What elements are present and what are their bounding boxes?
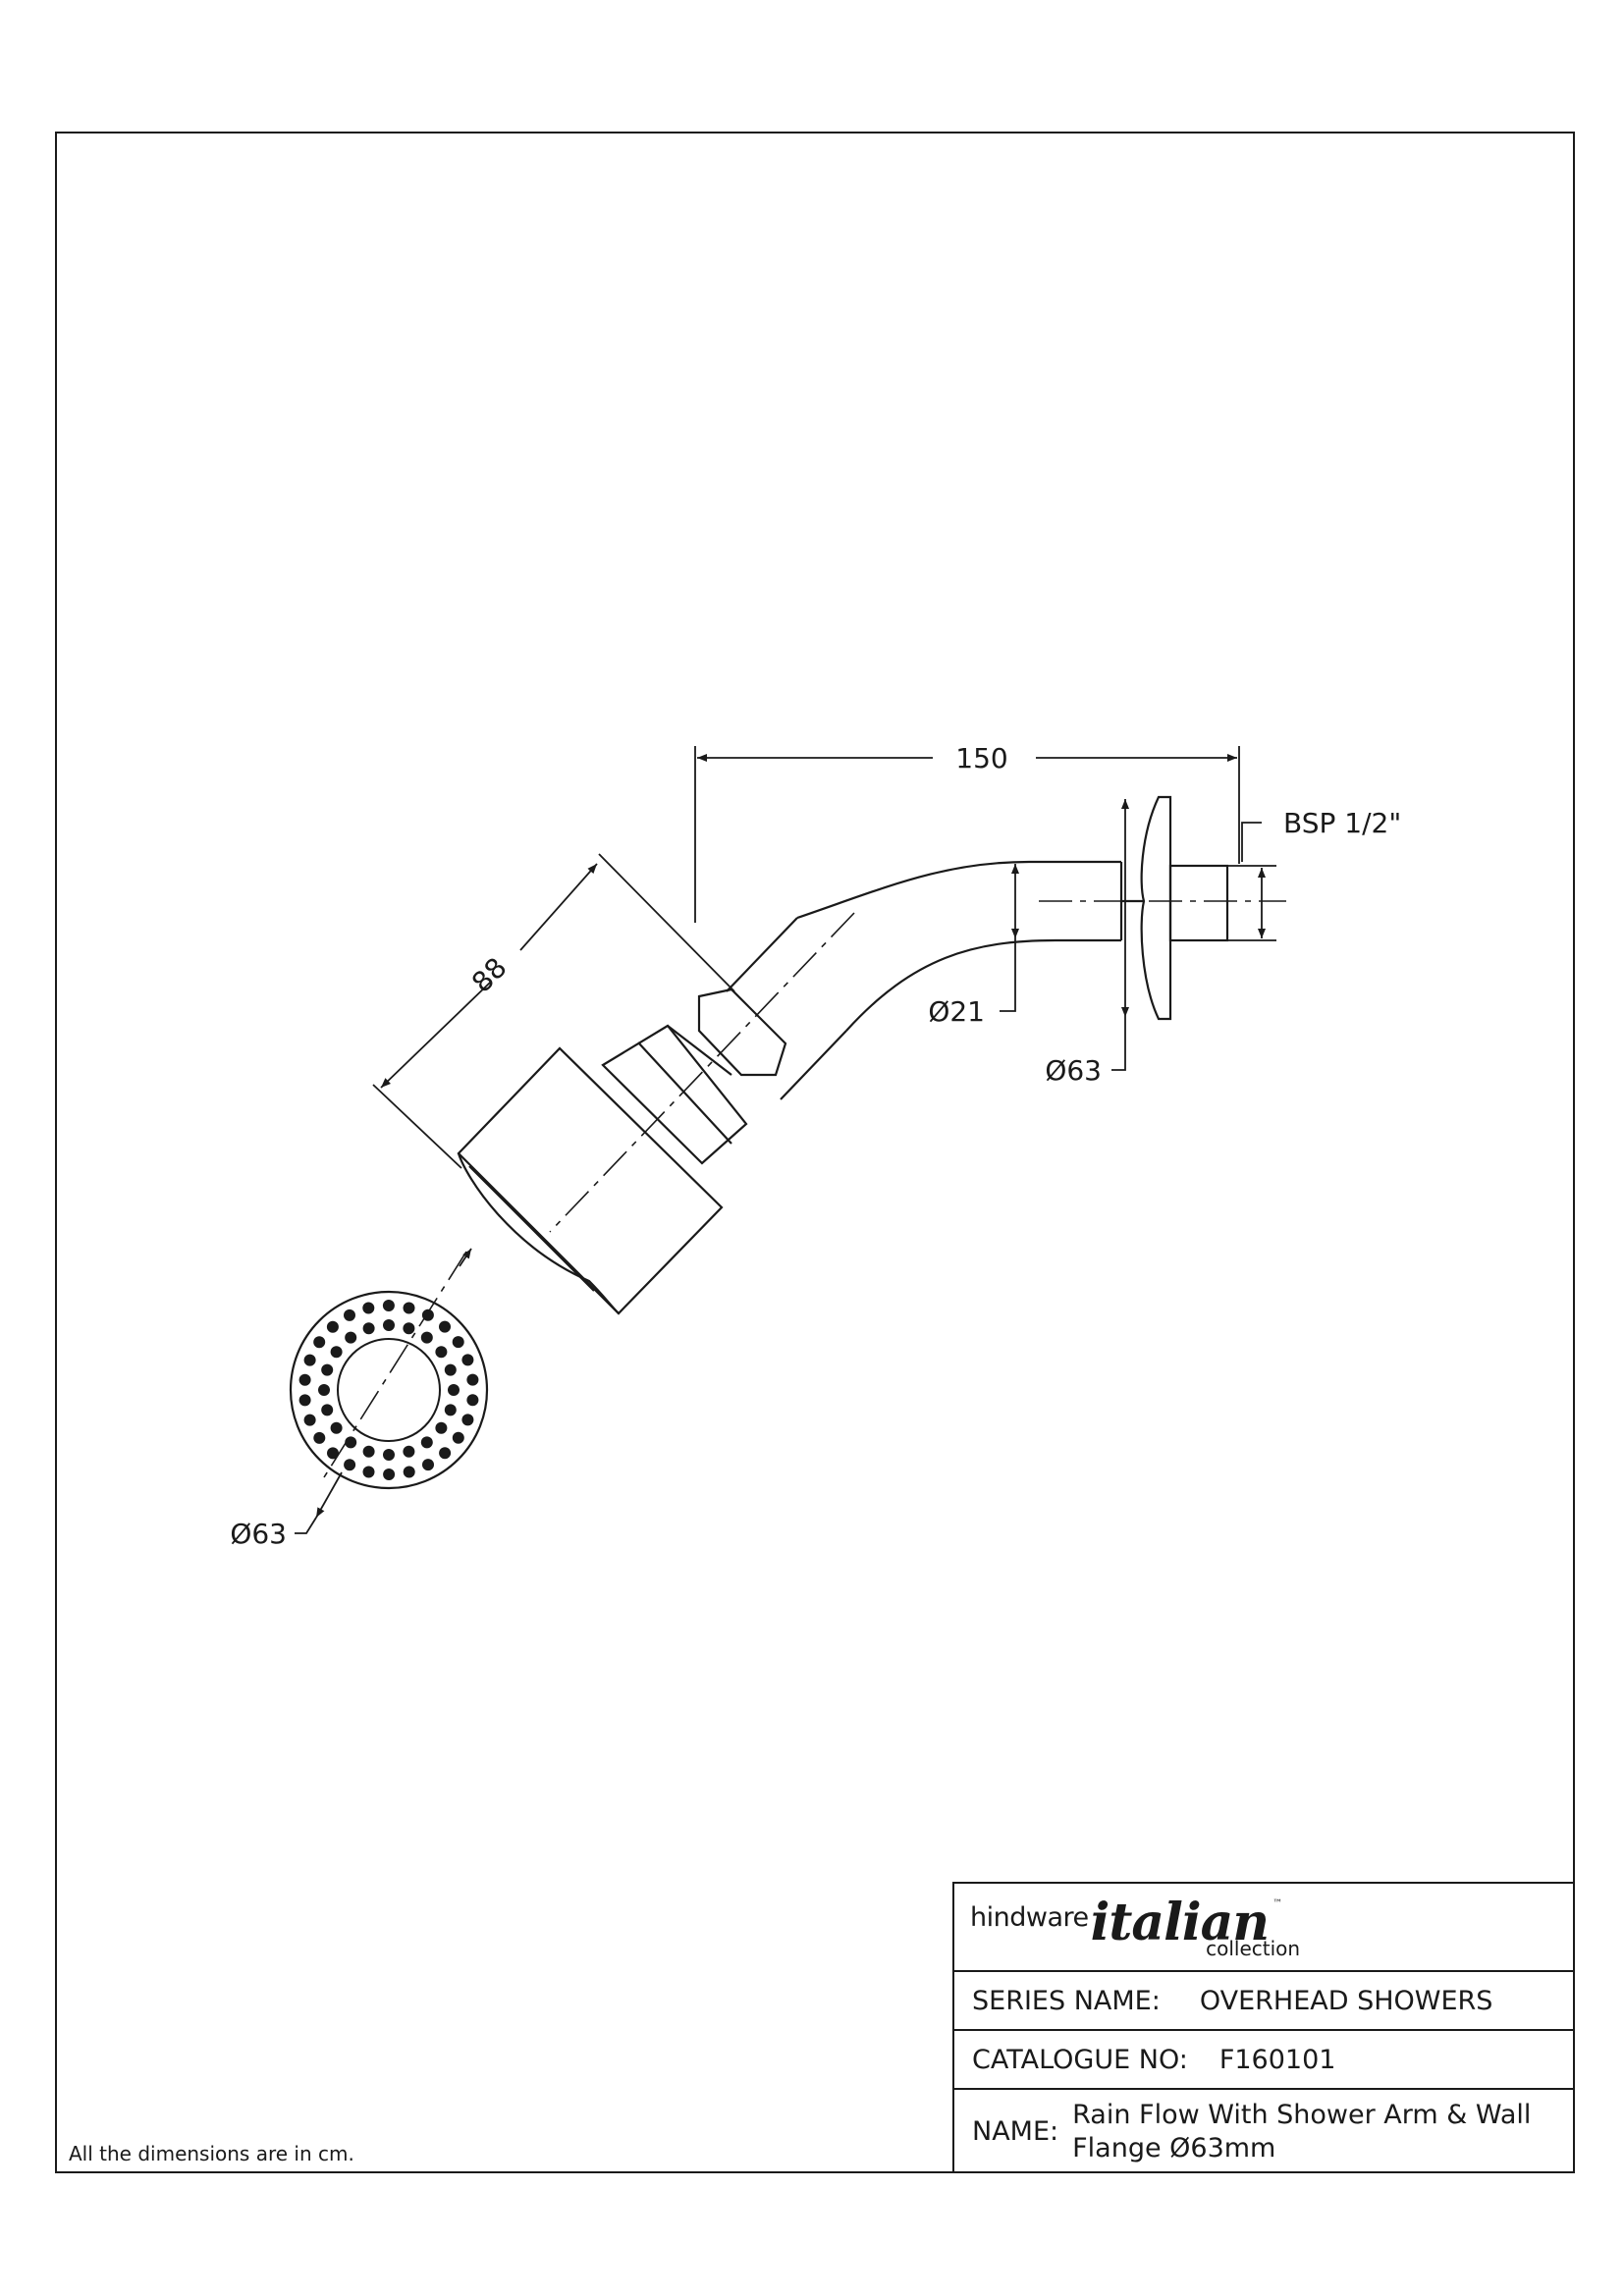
series-label: SERIES NAME: (972, 1985, 1161, 2016)
nozzle-hole (298, 1394, 311, 1407)
name-row: NAME: Rain Flow With Shower Arm & Wall F… (954, 2090, 1573, 2173)
shower-head-body (457, 1046, 724, 1315)
nozzle-hole (466, 1373, 479, 1386)
centre-lines (323, 900, 1286, 1478)
nozzle-hole (345, 1436, 357, 1449)
nozzle-hole (362, 1302, 375, 1314)
nozzle-hole (362, 1322, 375, 1335)
shower-face (289, 1290, 489, 1490)
nozzle-hole (452, 1431, 464, 1444)
nozzle-hole (313, 1336, 326, 1349)
nozzle-hole (326, 1320, 339, 1333)
brand-logo: hindware italian ™ collection (970, 1893, 1301, 1960)
dimension-face-diameter (295, 1248, 472, 1534)
title-block: hindware italian ™ collection SERIES NAM… (952, 1882, 1575, 2173)
wall-flange (1119, 795, 1172, 1021)
nozzle-hole (344, 1308, 355, 1321)
nozzle-hole (444, 1404, 457, 1416)
nozzle-hole (452, 1336, 464, 1349)
dimension-arm-diameter (1000, 864, 1019, 1012)
label-face-diameter: Ø63 (230, 1518, 287, 1550)
shower-arm (726, 860, 1121, 1100)
nozzle-hole (321, 1404, 334, 1416)
nozzle-hole (330, 1346, 343, 1359)
label-head-depth: 88 (465, 951, 514, 999)
nozzle-holes (298, 1300, 479, 1480)
nozzle-hole (461, 1354, 474, 1366)
drawing-frame (55, 132, 1575, 2173)
nozzle-hole (382, 1300, 395, 1311)
nozzle-hole (421, 1308, 434, 1321)
nozzle-hole (303, 1414, 316, 1426)
nozzle-hole (321, 1363, 334, 1376)
catalogue-value: F160101 (1218, 2044, 1336, 2075)
nozzle-hole (403, 1445, 415, 1458)
nozzle-hole (403, 1322, 415, 1335)
catalogue-label: CATALOGUE NO: (972, 2044, 1188, 2075)
nozzle-hole (362, 1466, 375, 1478)
nozzle-hole (362, 1445, 375, 1458)
dimension-150 (694, 746, 1240, 923)
nozzle-hole (298, 1373, 311, 1386)
label-flange-diameter: Ø63 (1045, 1054, 1102, 1087)
nozzle-hole (439, 1447, 452, 1460)
dimension-flange-diameter (1111, 799, 1129, 1071)
nozzle-hole (435, 1346, 448, 1359)
nozzle-hole (448, 1384, 460, 1396)
name-label: NAME: (972, 2116, 1059, 2147)
nozzle-hole (435, 1421, 448, 1434)
label-arm-length: 150 (955, 742, 1007, 774)
catalogue-row: CATALOGUE NO: F160101 (954, 2031, 1573, 2090)
series-value: OVERHEAD SHOWERS (1199, 1985, 1493, 2016)
nozzle-hole (403, 1302, 415, 1314)
dimension-88 (372, 853, 735, 1169)
nozzle-hole (422, 1459, 434, 1471)
nozzle-hole (345, 1331, 357, 1344)
nozzle-hole (383, 1468, 396, 1480)
nozzle-hole (403, 1466, 415, 1478)
name-value: Rain Flow With Shower Arm & Wall Flange … (1072, 2099, 1531, 2165)
nozzle-hole (466, 1394, 479, 1407)
threaded-nipple (1168, 864, 1229, 942)
nozzle-hole (313, 1431, 326, 1444)
swivel-nut (601, 1024, 748, 1165)
dimension-bsp (1227, 822, 1276, 941)
nozzle-hole (444, 1363, 457, 1376)
logo-row: hindware italian ™ collection (954, 1884, 1573, 1972)
nozzle-hole (461, 1414, 474, 1426)
nozzle-hole (344, 1459, 356, 1471)
nozzle-hole (303, 1354, 316, 1366)
name-value-line1: Rain Flow With Shower Arm & Wall (1072, 2099, 1532, 2130)
nozzle-hole (318, 1384, 330, 1396)
series-row: SERIES NAME: OVERHEAD SHOWERS (954, 1972, 1573, 2031)
label-thread: BSP 1/2" (1283, 807, 1401, 839)
dimensions-note: All the dimensions are in cm. (69, 2142, 354, 2165)
nozzle-hole (439, 1320, 451, 1333)
ball-joint-collar (697, 988, 787, 1077)
nozzle-hole (383, 1449, 395, 1461)
nozzle-hole (330, 1421, 343, 1434)
nozzle-hole (420, 1331, 433, 1344)
name-value-line2: Flange Ø63mm (1072, 2132, 1276, 2163)
nozzle-hole (383, 1319, 395, 1331)
nozzle-hole (327, 1447, 339, 1460)
nozzle-hole (420, 1436, 433, 1449)
label-arm-diameter: Ø21 (928, 995, 985, 1028)
